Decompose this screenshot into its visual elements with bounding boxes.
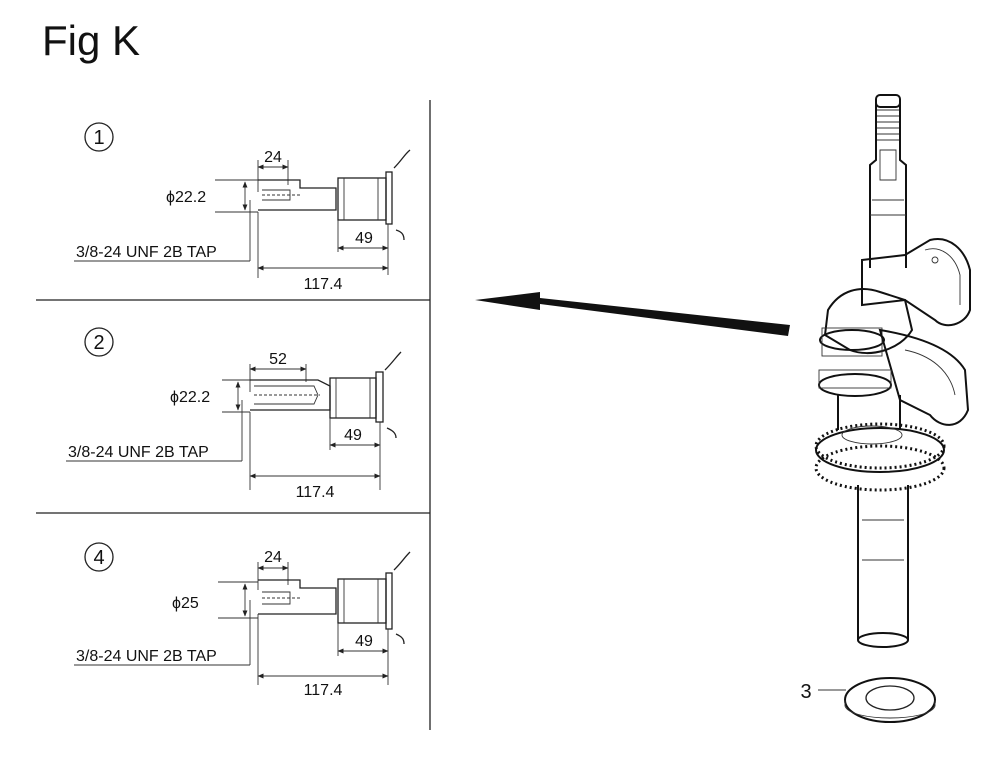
overall-length-label: 117.4 (304, 682, 343, 699)
shaft-view-1: 1 24 ϕ22.2 3/8-24 UNF 2B TAP 49 11 (74, 122, 411, 293)
tap-label: 3/8-24 UNF 2B TAP (76, 648, 217, 665)
callout-circle (84, 327, 114, 357)
overall-length-label: 117.4 (304, 276, 343, 293)
figure-title: Fig K (42, 17, 140, 64)
key-length-label: 24 (264, 149, 282, 166)
shaft-view-4: 4 24 ϕ25 3/8-24 UNF 2B TAP 49 117.4 (74, 542, 411, 699)
callout-number: 1 (93, 127, 104, 149)
diameter-label: ϕ25 (172, 595, 199, 612)
washer-part-3: 3 (800, 677, 936, 723)
tap-label: 3/8-24 UNF 2B TAP (76, 244, 217, 261)
overall-length-label: 117.4 (296, 484, 335, 501)
callout-circle (84, 122, 114, 152)
pointer-arrow (475, 292, 790, 336)
shaft-length-label: 49 (344, 427, 362, 444)
key-length-label: 52 (269, 351, 287, 368)
callout-number: 2 (93, 332, 104, 354)
key-length-label: 24 (264, 549, 282, 566)
crankshaft-illustration (814, 94, 971, 648)
diameter-label: ϕ22.2 (170, 389, 210, 406)
shaft-length-label: 49 (355, 633, 373, 650)
diameter-label: ϕ22.2 (166, 189, 206, 206)
gear (815, 427, 945, 473)
tap-label: 3/8-24 UNF 2B TAP (68, 444, 209, 461)
callout-number: 4 (93, 547, 104, 569)
callout-circle (84, 542, 114, 572)
shaft-length-label: 49 (355, 230, 373, 247)
shaft-view-2: 2 52 ϕ22.2 3/8-24 UNF 2B TAP 49 117.4 (66, 327, 402, 501)
part-callout-3: 3 (800, 681, 811, 703)
